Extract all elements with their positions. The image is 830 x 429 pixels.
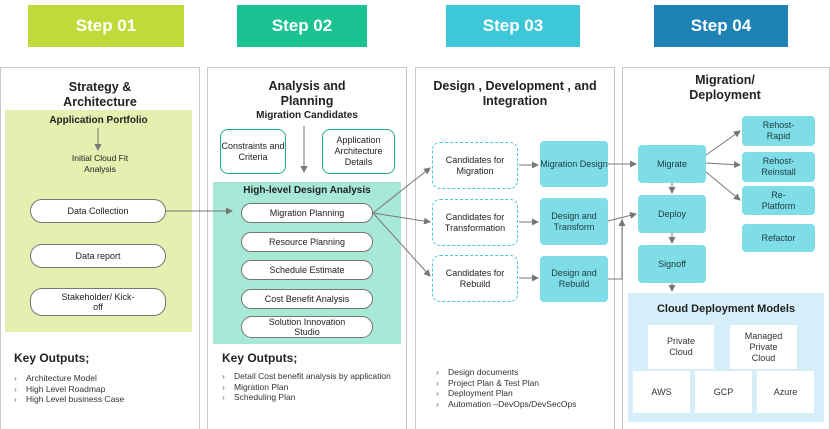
portfolio-title: Application Portfolio (49, 115, 148, 126)
key-outputs-heading: Key Outputs; (222, 351, 298, 365)
migration-candidates-subtitle: Migration Candidates (256, 110, 358, 121)
cost-benefit-pill: Cost Benefit Analysis (241, 289, 373, 309)
design-rebuild-box: Design and Rebuild (540, 256, 608, 302)
step-04-banner: Step 04 (654, 5, 788, 47)
key-output-item: Scheduling Plan (222, 392, 402, 403)
arrow-transform-to-deploy (607, 212, 637, 222)
arrow-to-candidates-rebuild (372, 212, 431, 277)
private-cloud-box: Private Cloud (648, 325, 714, 369)
managed-private-cloud-box: Managed Private Cloud (730, 325, 797, 369)
migration-planning-pill: Migration Planning (241, 203, 373, 223)
azure-box: Azure (757, 371, 814, 413)
design-transform-box: Design and Transform (540, 198, 608, 245)
col2-title: Analysis and Planning (268, 79, 346, 108)
aws-box: AWS (633, 371, 690, 413)
cloud-models-title: Cloud Deployment Models (656, 303, 796, 315)
arrow-to-rehost-reinstall (705, 161, 741, 169)
col2-key-outputs: Detail Cost benefit analysis by applicat… (222, 371, 402, 403)
col3-title: Design , Development , and Integration (433, 79, 597, 108)
arrow-to-candidates-transformation (372, 212, 431, 225)
signoff-box: Signoff (638, 245, 706, 283)
key-output-item: Automation –DevOps/DevSecOps (436, 399, 616, 410)
resource-planning-pill: Resource Planning (241, 232, 373, 252)
constraints-box: Constraints and Criteria (220, 129, 286, 174)
arrow-to-candidates-migration (372, 167, 431, 214)
step-01-banner: Step 01 (28, 5, 184, 47)
stakeholder-kickoff-pill: Stakeholder/ Kick-off (30, 288, 166, 316)
solution-innovation-pill: Solution Innovation Studio (241, 316, 373, 338)
key-output-item: High Level business Case (14, 394, 194, 405)
key-output-item: Detail Cost benefit analysis by applicat… (222, 371, 402, 382)
gcp-box: GCP (695, 371, 752, 413)
col1-key-outputs: Architecture Model High Level Roadmap Hi… (14, 373, 194, 405)
migrate-box: Migrate (638, 145, 706, 183)
app-architecture-box: Application Architecture Details (322, 129, 395, 174)
rehost-reinstall-box: Rehost-Reinstall (742, 152, 815, 182)
key-output-item: Deployment Plan (436, 388, 616, 399)
hld-title: High-level Design Analysis (243, 185, 371, 196)
candidates-migration-box: Candidates for Migration (432, 142, 518, 189)
rehost-rapid-box: Rehost-Rapid (742, 116, 815, 146)
key-output-item: Project Plan & Test Plan (436, 378, 616, 389)
step-03-banner: Step 03 (446, 5, 580, 47)
key-outputs-heading: Key Outputs; (14, 351, 90, 365)
candidates-rebuild-box: Candidates for Rebuild (432, 255, 518, 302)
data-report-pill: Data report (30, 244, 166, 268)
refactor-box: Refactor (742, 224, 815, 252)
initial-fit-analysis: Initial Cloud Fit Analysis (71, 153, 129, 174)
data-collection-pill: Data Collection (30, 199, 166, 223)
col4-title: Migration/ Deployment (689, 73, 761, 102)
re-platform-box: Re-Platform (742, 186, 815, 215)
col3-key-outputs: Design documents Project Plan & Test Pla… (436, 367, 616, 409)
arrow-to-re-platform (705, 171, 741, 201)
key-output-item: Design documents (436, 367, 616, 378)
arrow-rebuild-to-deploy (608, 219, 626, 280)
key-output-item: Architecture Model (14, 373, 194, 384)
col1-title: Strategy & Architecture (63, 80, 137, 109)
candidates-transformation-box: Candidates for Transformation (432, 199, 518, 246)
key-output-item: Migration Plan (222, 382, 402, 393)
step-02-banner: Step 02 (237, 5, 367, 47)
key-output-item: High Level Roadmap (14, 384, 194, 395)
deploy-box: Deploy (638, 195, 706, 233)
schedule-estimate-pill: Schedule Estimate (241, 260, 373, 280)
arrow-to-rehost-rapid (705, 130, 741, 156)
migration-design-box: Migration Design (540, 141, 608, 187)
